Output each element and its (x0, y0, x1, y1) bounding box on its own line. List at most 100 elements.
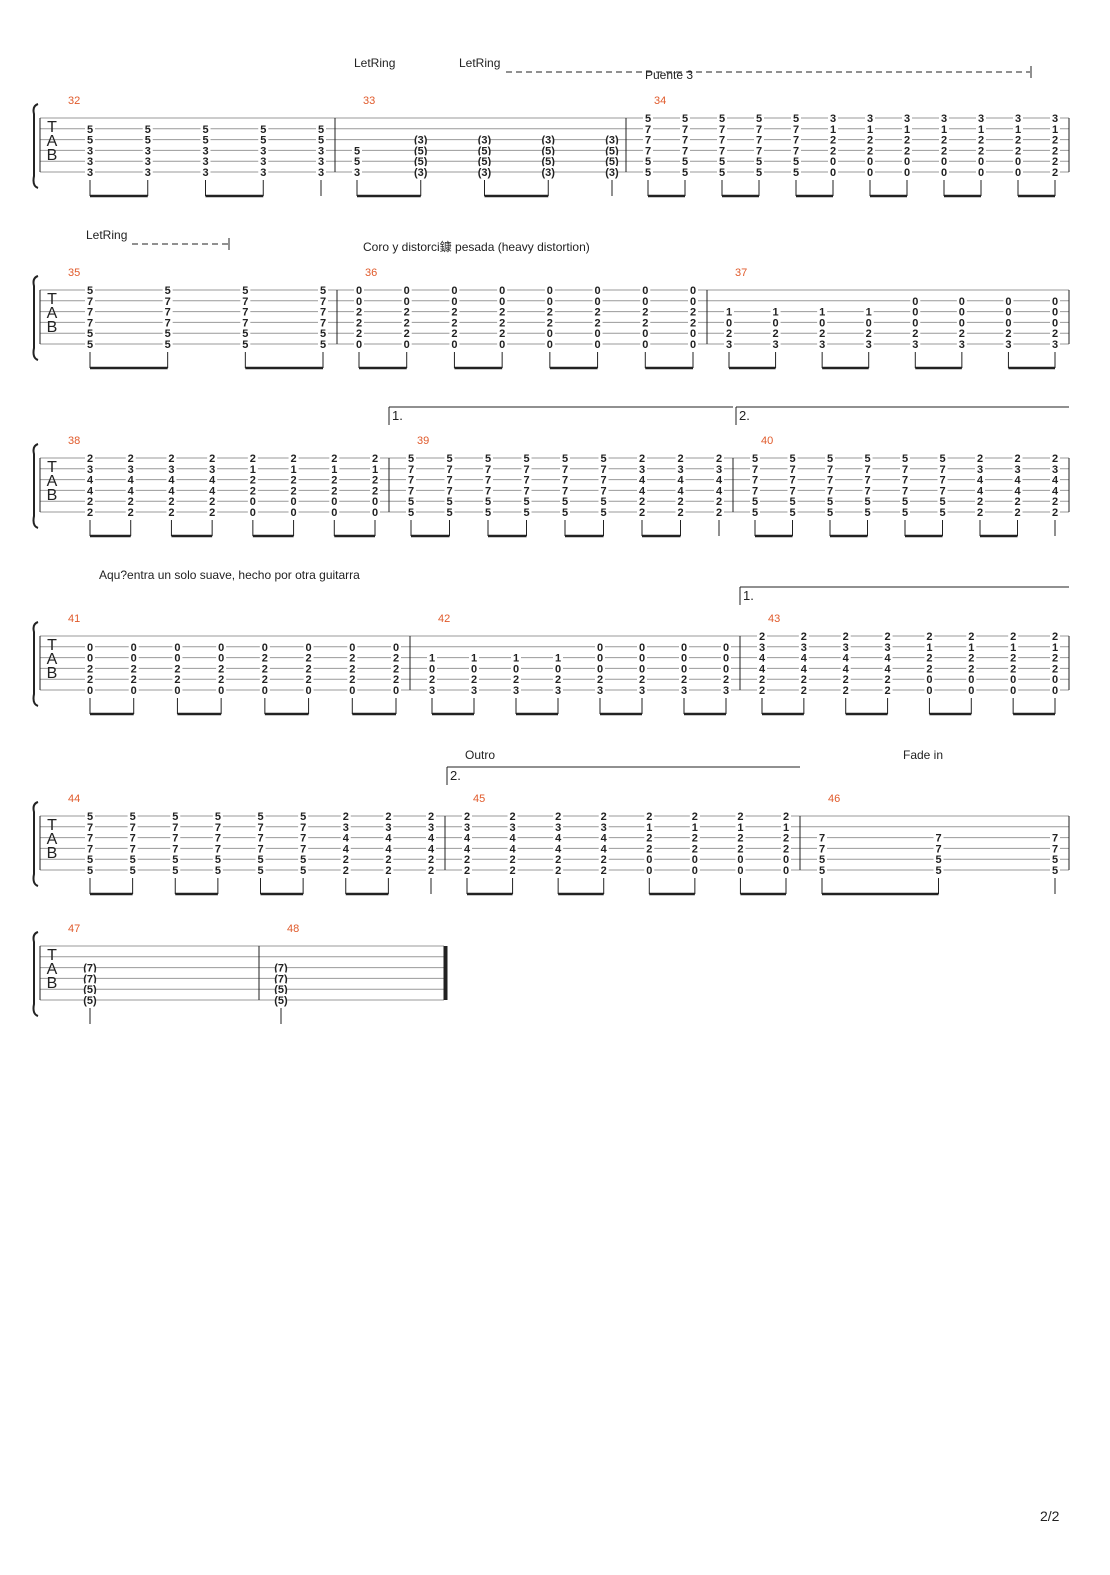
fret-number: 1 (773, 307, 779, 319)
fret-number: 0 (646, 854, 652, 866)
fret-bg (340, 864, 351, 875)
fret-bg (598, 820, 609, 832)
fret-number: 7 (485, 464, 491, 476)
fret-number: 7 (719, 145, 725, 157)
fret-number: 3 (941, 113, 947, 125)
fret-number: 0 (349, 642, 355, 654)
fret-bg (85, 684, 95, 695)
fret-bg (85, 305, 95, 317)
fret-bg (125, 452, 136, 463)
fret-bg (340, 810, 351, 821)
fret-bg (521, 495, 532, 507)
fret-bg (240, 305, 251, 317)
fret-number: (5) (274, 984, 288, 996)
fret-number: 2 (843, 685, 849, 697)
fret-bg (607, 144, 617, 156)
fret-bg (1050, 662, 1060, 674)
fret-bg (937, 484, 948, 496)
fret-number: 4 (385, 843, 392, 855)
fret-bg (483, 506, 493, 517)
fret-bg (637, 673, 647, 685)
fret-bg (976, 133, 986, 145)
fret-bg (637, 684, 647, 695)
fret-bg (207, 506, 218, 517)
fret-number: 5 (300, 854, 306, 866)
fret-number: 2 (464, 865, 470, 877)
fret-number: 3 (978, 113, 984, 125)
fret-number: 5 (719, 113, 725, 125)
fret-bg (862, 484, 873, 496)
fret-bg (449, 316, 460, 328)
fret-bg (1008, 640, 1019, 652)
fret-number: 2 (87, 507, 93, 519)
fret-bg (207, 462, 218, 474)
fret-bg (798, 651, 809, 663)
fret-number: 7 (172, 822, 178, 834)
fret-number: 7 (935, 833, 941, 845)
fret-bg (162, 294, 173, 306)
fret-bg (247, 473, 258, 485)
fret-number: 0 (904, 156, 910, 168)
fret-bg (900, 506, 910, 517)
fret-number: 2 (1005, 328, 1011, 340)
measure-number: 45 (473, 793, 485, 805)
fret-number: 2 (642, 307, 648, 319)
volta-label: 2. (739, 408, 750, 423)
fret-number: 0 (783, 865, 789, 877)
fret-number: 0 (555, 663, 561, 675)
fret-number: 7 (756, 135, 762, 147)
fret-number: 3 (202, 156, 208, 168)
fret-bg (426, 842, 436, 854)
fret-bg (750, 506, 760, 517)
fret-bg (1050, 853, 1060, 865)
fret-number: 5 (257, 811, 263, 823)
fret-number: 2 (639, 674, 645, 686)
fret-bg (216, 684, 227, 695)
fret-number: 7 (523, 485, 529, 497)
fret-number: 2 (451, 328, 457, 340)
fret-bg (675, 473, 686, 485)
fret-number: 0 (349, 685, 355, 697)
fret-number: 3 (260, 145, 266, 157)
fret-bg (817, 327, 828, 339)
fret-number: 5 (756, 156, 762, 168)
fret-number: 5 (793, 113, 799, 125)
fret-bg (85, 506, 95, 517)
fret-bg (170, 864, 181, 875)
fret-bg (924, 630, 935, 641)
fret-bg (1050, 155, 1060, 167)
fret-bg (595, 673, 605, 685)
fret-number: 5 (87, 865, 93, 877)
fret-number: 7 (682, 145, 688, 157)
fret-number: 2 (867, 135, 873, 147)
fret-number: 2 (356, 317, 362, 329)
fret-number: 0 (547, 339, 553, 351)
fret-number: 7 (902, 464, 908, 476)
fret-number: 0 (331, 496, 337, 508)
fret-number: 5 (827, 507, 833, 519)
fret-number: 0 (262, 685, 268, 697)
fret-bg (276, 961, 286, 973)
fret-bg (128, 640, 139, 652)
fret-number: 3 (260, 156, 266, 168)
fret-number: 7 (408, 464, 414, 476)
fret-number: 0 (1015, 156, 1021, 168)
fret-bg (787, 484, 798, 496)
fret-bg (170, 842, 181, 854)
fret-bg (125, 473, 136, 485)
fret-bg (637, 484, 647, 496)
fret-number: 2 (783, 843, 789, 855)
fret-number: 5 (202, 135, 208, 147)
fret-number: 2 (690, 307, 696, 319)
fret-number: 0 (1005, 317, 1011, 329)
fret-bg (1050, 673, 1060, 685)
fret-number: 0 (218, 653, 224, 665)
fret-bg (543, 155, 554, 167)
fret-number: 0 (968, 685, 974, 697)
fret-number: 7 (1052, 833, 1058, 845)
fret-number: 5 (819, 854, 825, 866)
fret-bg (975, 506, 985, 517)
fret-number: 2 (819, 328, 825, 340)
fret-number: 5 (789, 453, 795, 465)
fret-number: 7 (864, 485, 870, 497)
